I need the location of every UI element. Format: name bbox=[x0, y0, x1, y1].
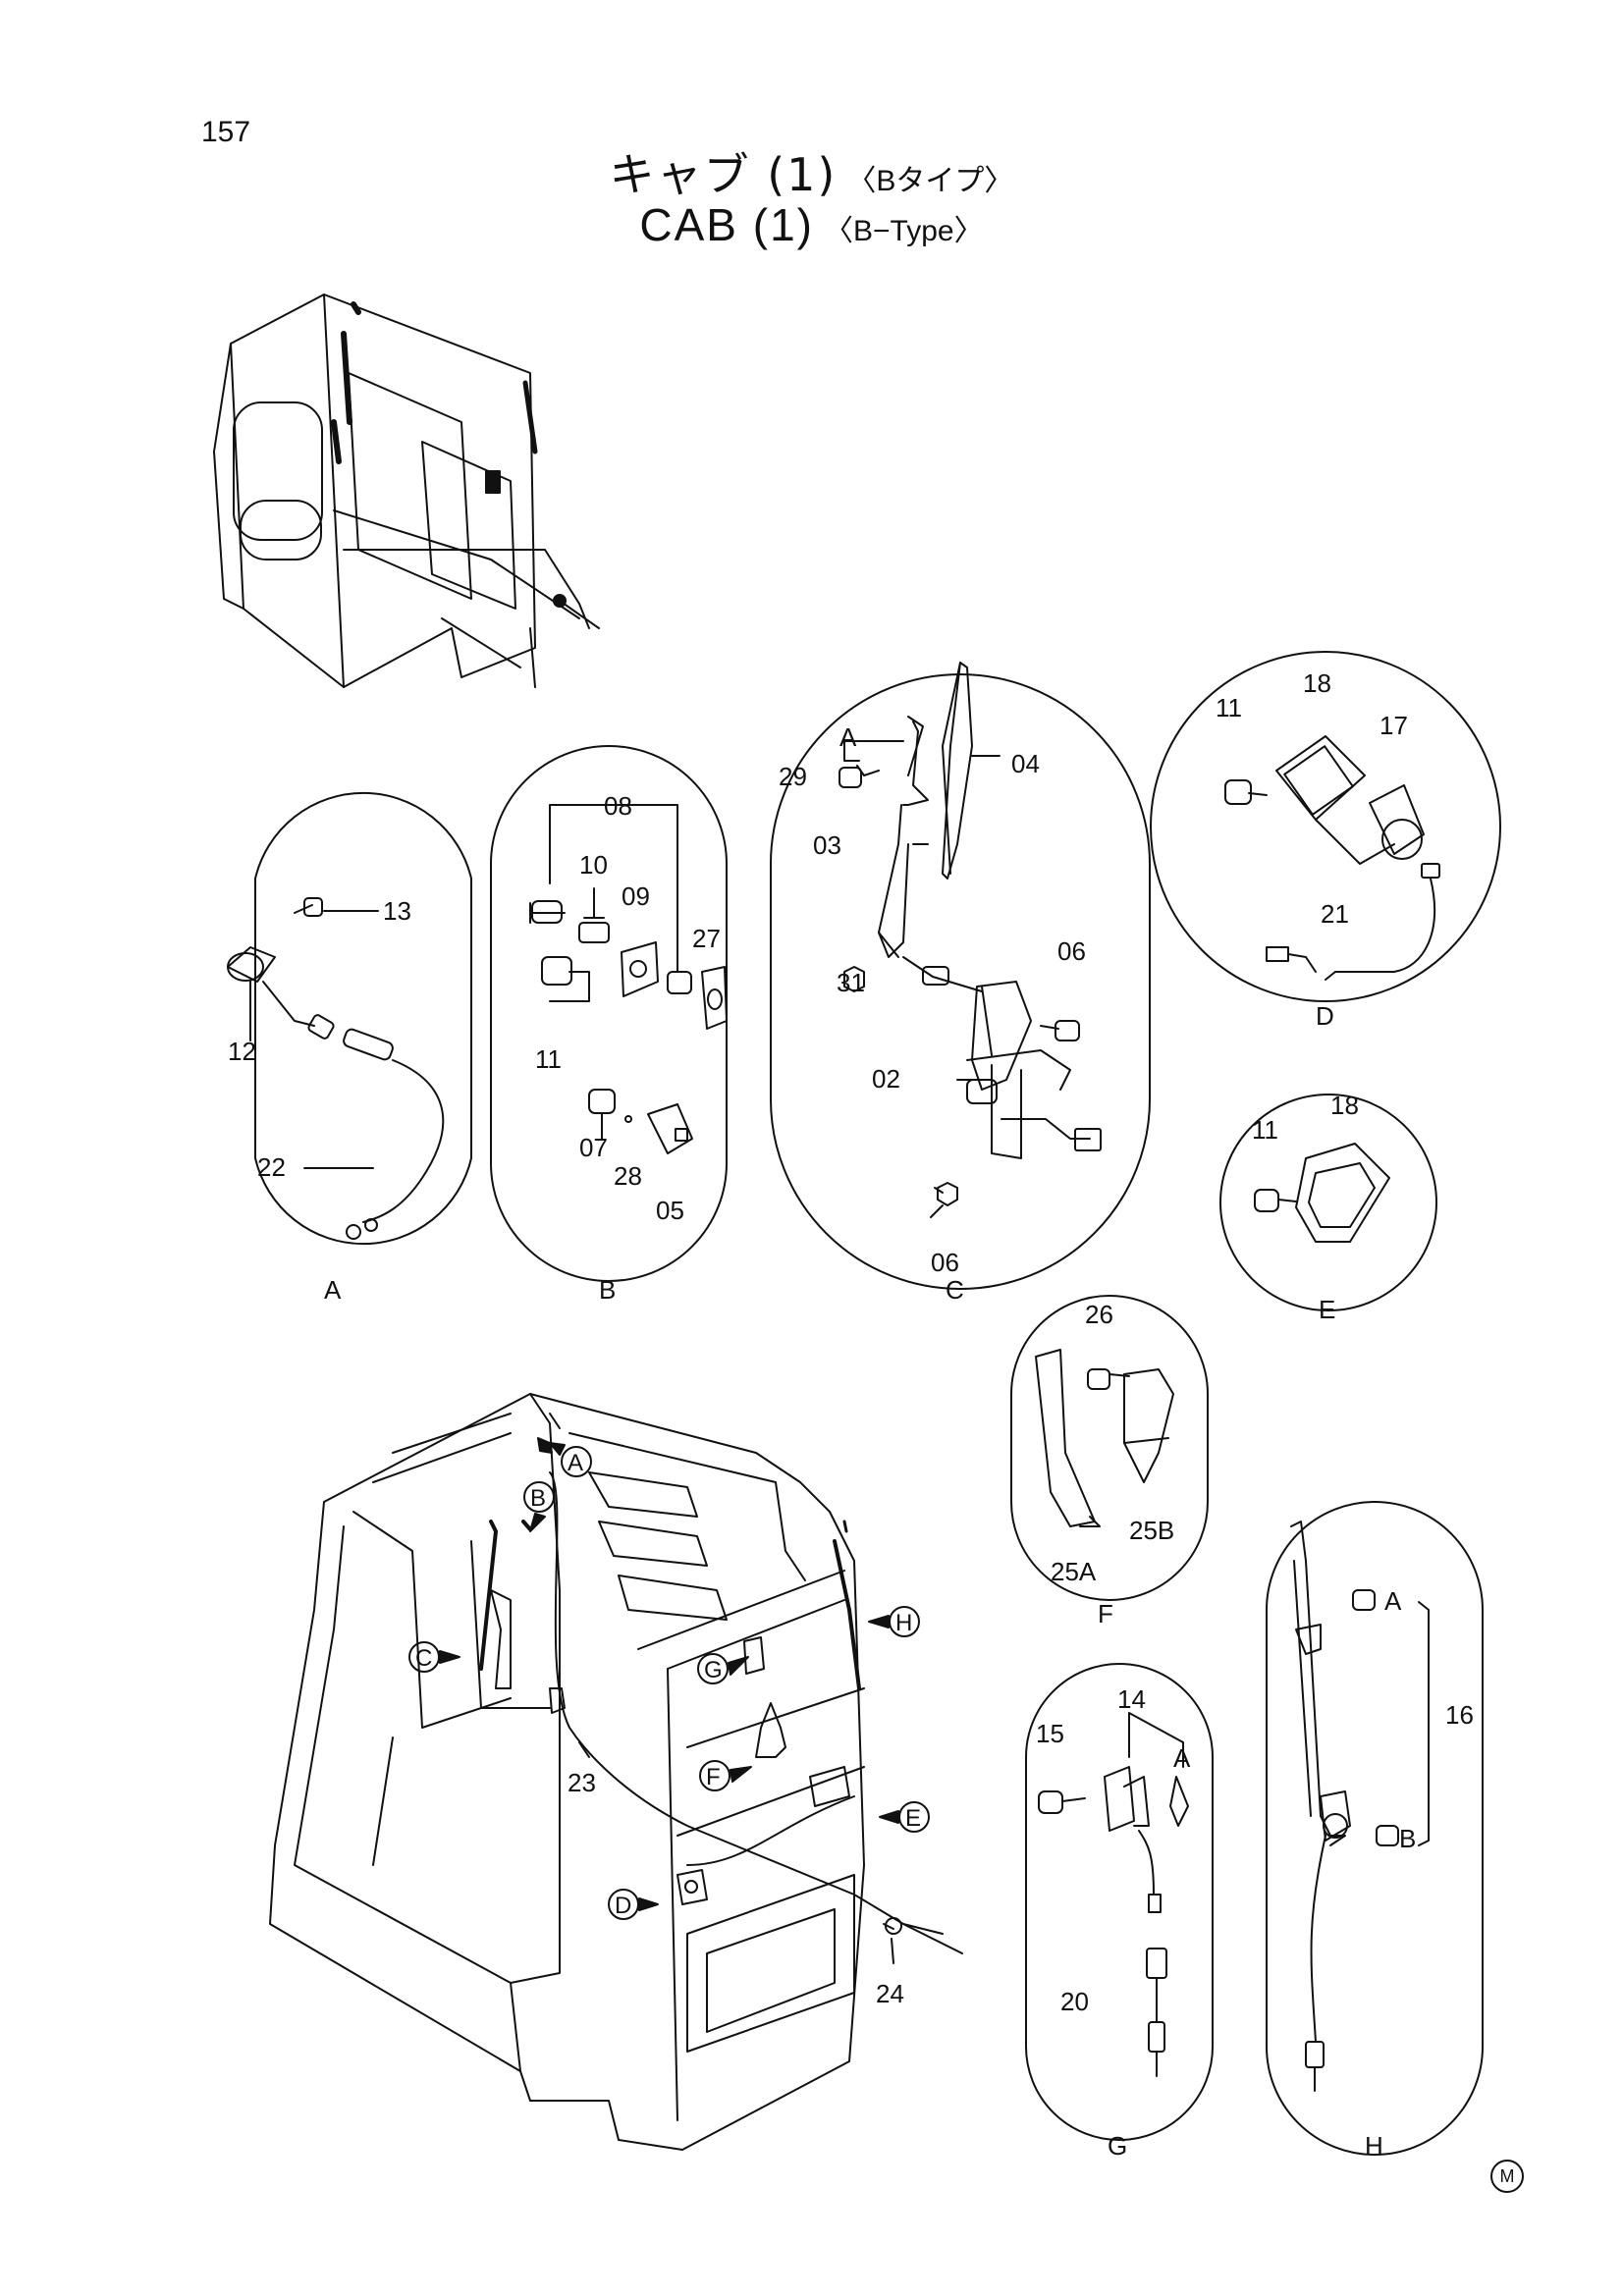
detail-label-d: D bbox=[1316, 1001, 1334, 1031]
callout-13: 13 bbox=[383, 896, 411, 926]
page-number: 157 bbox=[201, 116, 251, 148]
detail-label-h: H bbox=[1365, 2131, 1383, 2161]
callout-15: 15 bbox=[1036, 1719, 1064, 1748]
detail-f-group bbox=[1010, 1295, 1209, 1601]
detail-c-group bbox=[770, 662, 1151, 1290]
cab-marker-e bbox=[879, 1801, 930, 1833]
detail-label-e: E bbox=[1319, 1295, 1335, 1324]
detail-g-group bbox=[1025, 1663, 1214, 2141]
cab-marker-d-label: D bbox=[615, 1893, 631, 1919]
cab-marker-f-label: F bbox=[706, 1764, 721, 1790]
callout-06-b: 06 bbox=[931, 1248, 959, 1277]
cab-marker-g-label: G bbox=[704, 1657, 723, 1683]
cab-marker-c bbox=[408, 1641, 460, 1673]
detail-label-c: C bbox=[946, 1275, 964, 1305]
callout-22: 22 bbox=[257, 1152, 286, 1182]
cab-marker-a bbox=[549, 1442, 592, 1477]
detail-a-group bbox=[227, 791, 472, 1246]
callout-17: 17 bbox=[1380, 711, 1408, 740]
detail-h-outline bbox=[1266, 1501, 1484, 2156]
overview-cab-drawing bbox=[213, 294, 600, 688]
callout-07: 07 bbox=[579, 1133, 608, 1162]
detail-label-a: A bbox=[324, 1275, 342, 1305]
detail-b-outline bbox=[490, 745, 728, 1282]
callout-a-h: A bbox=[1384, 1586, 1402, 1616]
callout-27: 27 bbox=[692, 924, 721, 953]
callout-21: 21 bbox=[1321, 899, 1349, 929]
callout-24: 24 bbox=[876, 1979, 904, 2008]
title-ja-sub: 〈Bタイプ〉 bbox=[846, 165, 1014, 197]
detail-label-g: G bbox=[1108, 2131, 1127, 2161]
callout-12: 12 bbox=[228, 1037, 256, 1066]
detail-label-f: F bbox=[1098, 1599, 1113, 1629]
detail-f-outline bbox=[1010, 1295, 1209, 1601]
callout-a-c: A bbox=[839, 722, 857, 752]
detail-a-outline bbox=[254, 791, 472, 1246]
title-en-sub: 〈B−Type〉 bbox=[824, 215, 984, 247]
callout-31: 31 bbox=[837, 968, 865, 997]
title-ja-main: キャブ (1) bbox=[609, 148, 838, 201]
callout-11-b: 11 bbox=[535, 1044, 562, 1074]
title-japanese: キャブ (1)〈Bタイプ〉 bbox=[0, 139, 1623, 204]
cab-marker-h bbox=[868, 1606, 920, 1637]
callout-25b: 25B bbox=[1129, 1516, 1174, 1545]
title-english: CAB (1) 〈B−Type〉 bbox=[0, 198, 1623, 251]
callout-04: 04 bbox=[1011, 749, 1040, 778]
callout-16: 16 bbox=[1445, 1700, 1474, 1730]
cab-marker-b-label: B bbox=[530, 1485, 546, 1512]
callout-11-d: 11 bbox=[1216, 693, 1242, 722]
cab-marker-d bbox=[608, 1889, 659, 1920]
callout-18-e: 18 bbox=[1330, 1091, 1359, 1120]
detail-b-group bbox=[490, 745, 728, 1282]
detail-h-group bbox=[1266, 1501, 1484, 2156]
callout-10: 10 bbox=[579, 850, 608, 880]
cab-marker-a-label: A bbox=[568, 1450, 583, 1476]
detail-d-outline bbox=[1150, 651, 1501, 1002]
trademark-m: M bbox=[1490, 2160, 1524, 2193]
callout-11-e: 11 bbox=[1252, 1115, 1278, 1145]
callout-09: 09 bbox=[622, 881, 650, 911]
callout-a-g: A bbox=[1173, 1743, 1191, 1773]
callout-06-a: 06 bbox=[1057, 936, 1086, 966]
callout-08: 08 bbox=[604, 791, 632, 821]
callout-29: 29 bbox=[779, 762, 807, 791]
detail-c-outline bbox=[770, 673, 1151, 1290]
callout-18-d: 18 bbox=[1303, 668, 1331, 698]
callout-25a: 25A bbox=[1051, 1557, 1097, 1586]
cab-marker-b bbox=[523, 1481, 555, 1532]
callout-26: 26 bbox=[1085, 1300, 1113, 1329]
cab-marker-c-label: C bbox=[415, 1645, 432, 1672]
detail-g-outline bbox=[1025, 1663, 1214, 2141]
detail-e-outline bbox=[1219, 1094, 1437, 1311]
title-en-main: CAB (1) bbox=[639, 199, 814, 250]
detail-d-group bbox=[1150, 651, 1501, 1002]
callout-b-h: B bbox=[1399, 1824, 1416, 1853]
cab-marker-g bbox=[697, 1653, 749, 1684]
cab-marker-f bbox=[699, 1760, 752, 1791]
callout-03: 03 bbox=[813, 830, 841, 860]
cab-marker-e-label: E bbox=[905, 1805, 921, 1832]
detail-label-b: B bbox=[599, 1275, 616, 1305]
cab-marker-h-label: H bbox=[895, 1610, 912, 1636]
callout-05: 05 bbox=[656, 1196, 684, 1225]
callout-20: 20 bbox=[1060, 1987, 1089, 2016]
callout-28: 28 bbox=[614, 1161, 642, 1191]
detail-e-group bbox=[1219, 1094, 1437, 1311]
callout-14: 14 bbox=[1117, 1684, 1146, 1714]
main-cab-drawing bbox=[269, 1393, 963, 2151]
callout-23: 23 bbox=[568, 1768, 596, 1797]
callout-02: 02 bbox=[872, 1064, 900, 1094]
